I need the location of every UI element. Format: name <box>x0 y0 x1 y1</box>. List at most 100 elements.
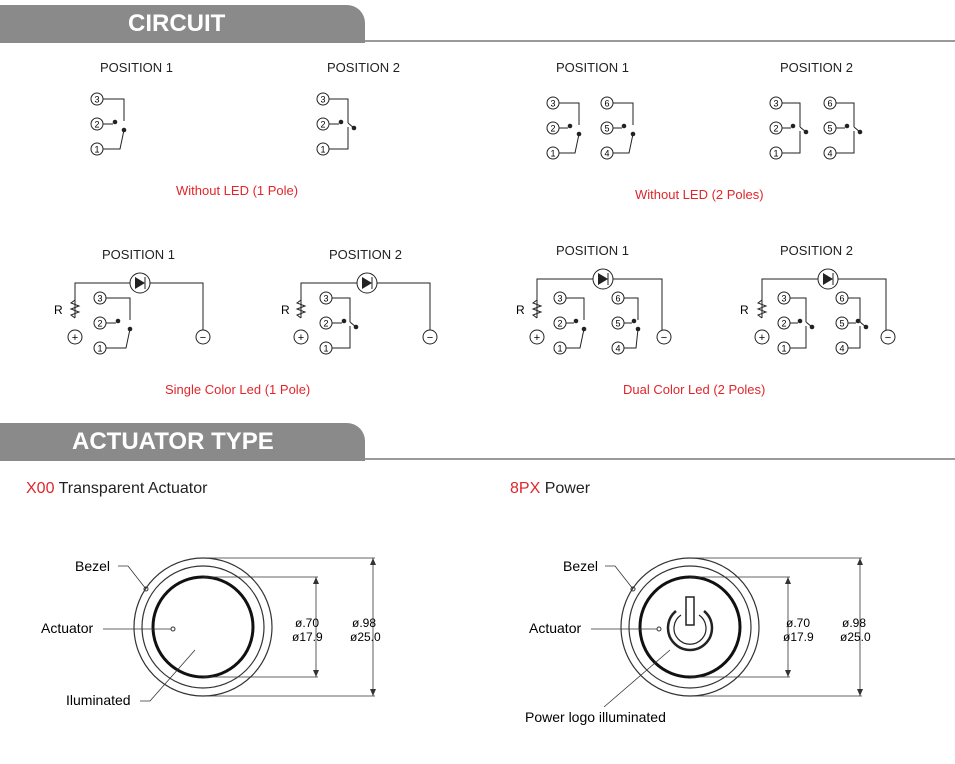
terminal-label: 1 <box>781 344 786 354</box>
circuit-section-title: CIRCUIT <box>128 10 226 37</box>
minus-terminal <box>195 329 211 345</box>
terminal-label: 3 <box>323 294 328 304</box>
position-label: POSITION 1 <box>100 60 173 75</box>
terminal-label: 2 <box>323 319 328 329</box>
terminal-label: 3 <box>557 294 562 304</box>
circuit-led1-pos1: R + − 3 2 1 <box>54 272 211 355</box>
terminal-label: 4 <box>827 149 832 159</box>
caption-without-led-1-pole: Without LED (1 Pole) <box>176 183 299 198</box>
dim-outer-in: ø.98 <box>842 616 866 630</box>
terminal-label: 4 <box>604 149 609 159</box>
minus-label: − <box>885 332 891 344</box>
actuator-code: 8PX <box>510 480 541 497</box>
bezel-inner <box>628 565 752 689</box>
position-label: POSITION 2 <box>780 60 853 75</box>
actuator-button <box>151 575 255 679</box>
actuator-button <box>638 575 742 679</box>
circuit-led1-pos2: R + − 3 2 1 <box>281 272 438 355</box>
terminal-label: 6 <box>615 294 620 304</box>
terminal-label: 3 <box>320 95 325 105</box>
circuit-divider <box>365 40 955 42</box>
terminal-label: 2 <box>94 120 99 130</box>
circuit-led2-pos1: R + − 3 2 1 6 5 4 <box>516 268 672 355</box>
dim-outer-mm: ø25.0 <box>350 630 381 644</box>
resistor-label: R <box>516 303 525 317</box>
label-illuminated: Iluminated <box>66 692 131 708</box>
terminal-label: 3 <box>550 99 555 109</box>
actuator-code: X00 <box>26 480 55 497</box>
plus-label: + <box>72 332 78 344</box>
terminal-label: 5 <box>604 124 609 134</box>
minus-label: − <box>427 332 433 344</box>
actuator-x00-drawing: ø.70 ø17.9 ø.98 ø25.0 Bezel Actuator Ilu… <box>41 557 381 708</box>
label-actuator: Actuator <box>529 620 581 636</box>
bezel-inner <box>141 565 265 689</box>
dim-inner-in: ø.70 <box>295 616 319 630</box>
plus-terminal <box>293 329 309 345</box>
position-label: POSITION 1 <box>102 247 175 262</box>
plus-label: + <box>534 332 540 344</box>
label-bezel: Bezel <box>75 558 110 574</box>
label-illuminated: Power logo illuminated <box>525 709 666 725</box>
label-actuator: Actuator <box>41 620 93 636</box>
terminal-label: 2 <box>557 319 562 329</box>
plus-terminal <box>67 329 83 345</box>
position-label: POSITION 2 <box>780 243 853 258</box>
terminal-label: 1 <box>94 145 99 155</box>
minus-terminal <box>422 329 438 345</box>
terminal-label: 1 <box>97 344 102 354</box>
minus-terminal <box>880 329 896 345</box>
terminal-label: 3 <box>97 294 102 304</box>
terminal-label: 1 <box>773 149 778 159</box>
actuator-section-title: ACTUATOR TYPE <box>72 428 274 455</box>
position-label: POSITION 2 <box>329 247 402 262</box>
terminal-label: 6 <box>604 99 609 109</box>
terminal-label: 2 <box>320 120 325 130</box>
dim-inner-in: ø.70 <box>786 616 810 630</box>
circuit-1pole-pos1: 3 2 1 <box>90 92 127 156</box>
terminal-label: 3 <box>773 99 778 109</box>
actuator-section-header: ACTUATOR TYPE <box>0 423 365 461</box>
terminal-label: 1 <box>323 344 328 354</box>
actuator-name: Power <box>544 480 591 497</box>
terminal-label: 5 <box>839 319 844 329</box>
circuit-section-header: CIRCUIT <box>0 5 365 43</box>
actuator-8px-drawing: ø.70 ø17.9 ø.98 ø25.0 Bezel Actuator Pow… <box>525 557 871 725</box>
dim-outer-mm: ø25.0 <box>840 630 871 644</box>
position-label: POSITION 2 <box>327 60 400 75</box>
terminal-label: 1 <box>320 145 325 155</box>
terminal-label: 5 <box>827 124 832 134</box>
terminal-label: 4 <box>839 344 844 354</box>
minus-label: − <box>661 332 667 344</box>
label-bezel: Bezel <box>563 558 598 574</box>
plus-terminal <box>529 329 545 345</box>
terminal-label: 2 <box>97 319 102 329</box>
terminal-label: 1 <box>550 149 555 159</box>
terminal-label: 5 <box>615 319 620 329</box>
caption-without-led-2-poles: Without LED (2 Poles) <box>635 187 764 202</box>
resistor-label: R <box>54 303 63 317</box>
resistor-label: R <box>281 303 290 317</box>
actuator-divider <box>365 458 955 460</box>
circuit-diagrams: 3 2 1 3 2 1 3 2 1 6 5 4 3 2 1 <box>54 92 896 355</box>
plus-label: + <box>759 332 765 344</box>
actuator-title-8px: 8PX Power <box>510 480 590 498</box>
power-icon <box>666 596 714 652</box>
terminal-label: 3 <box>781 294 786 304</box>
caption-dual-color-led: Dual Color Led (2 Poles) <box>623 382 766 397</box>
actuator-title-x00: X00 Transparent Actuator <box>26 480 207 498</box>
resistor-label: R <box>740 303 749 317</box>
minus-label: − <box>200 332 206 344</box>
position-label: POSITION 1 <box>556 243 629 258</box>
circuit-2pole-pos2: 3 2 1 6 5 4 <box>769 96 863 160</box>
terminal-label: 6 <box>839 294 844 304</box>
terminal-label: 2 <box>550 124 555 134</box>
caption-single-color-led: Single Color Led (1 Pole) <box>165 382 311 397</box>
minus-terminal <box>656 329 672 345</box>
actuator-name: Transparent Actuator <box>58 480 208 497</box>
plus-terminal <box>754 329 770 345</box>
terminal-label: 2 <box>781 319 786 329</box>
terminal-label: 3 <box>94 95 99 105</box>
circuit-2pole-pos1: 3 2 1 6 5 4 <box>546 96 636 160</box>
